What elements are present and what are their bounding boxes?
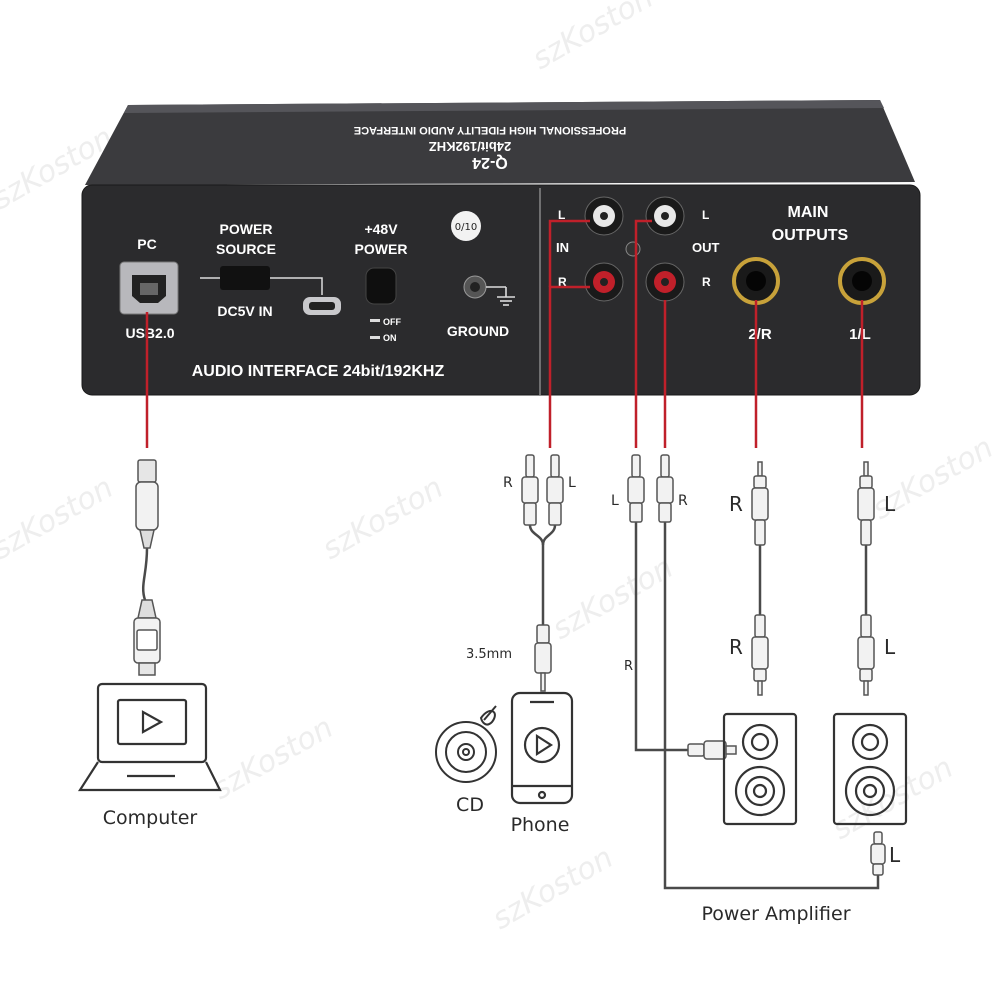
usb-cable [141,547,149,601]
trs-out-1l-hole [852,271,872,291]
rca-in-cable-l [541,524,557,546]
top-label: PROFESSIONAL HIGH FIDELITY AUDIO INTERFA… [354,124,626,136]
computer-label: Computer [103,807,198,829]
trs-out-2r-hole [746,271,766,291]
main-outputs-label-1: MAIN [788,204,829,221]
pc-label: PC [137,236,156,252]
out-l-cable [634,522,688,752]
out-1l-label: 1/L [849,326,871,343]
on-indicator [370,336,380,339]
rca-out-l-pin [661,212,669,220]
dc-in-label: DC5V IN [217,303,272,319]
off-label: OFF [383,317,401,327]
speaker-right-icon [832,712,908,826]
back-panel [81,184,921,396]
out-l-label: L [702,208,709,222]
phone-label: Phone [511,814,570,836]
model-name: Q-24 [472,154,508,171]
bottom-label: AUDIO INTERFACE 24bit/192KHZ [192,363,445,380]
amplifier-label: Power Amplifier [701,903,850,925]
top-spec: 24bit/192KHZ [429,139,511,154]
rca-in-l-letter: L [568,475,576,491]
mid-r-letter: R [624,659,633,674]
guide-lines [145,219,864,448]
amp-l-letter: L [889,843,901,867]
in-r-label: R [558,275,567,289]
cables [141,522,880,890]
rca-out-r-pin [661,278,669,286]
computer-icon [77,682,222,792]
switch-line-right [270,277,323,295]
watermark: szKoston [207,710,340,807]
audio-interface-device: PROFESSIONAL HIGH FIDELITY AUDIO INTERFA… [81,100,921,396]
cd-label: CD [456,794,484,816]
guide-out-l [634,219,652,448]
rca-in-r-pin [600,278,608,286]
speaker-left-icon [722,712,798,826]
main-outputs-label-2: OUTPUTS [772,227,849,244]
rca-in-r-letter: R [503,475,513,491]
rca-plug-amp [870,831,886,876]
trs-plug-r-bottom [751,614,769,696]
out-label: OUT [692,240,720,255]
phantom-label-2: POWER [355,241,408,257]
minijack-plug [534,624,552,692]
device-top-lid [85,100,915,185]
off-indicator [370,319,380,322]
rca-out-r-letter: R [678,493,688,509]
out-2r-label: 2/R [748,326,772,343]
watermark: szKoston [487,840,620,937]
usb-b-plug [135,459,159,549]
trs-plug-r-top [751,461,769,546]
guide-in-l [548,219,590,287]
trs-r-bottom-letter: R [729,635,743,659]
trs-l-bottom-letter: L [884,635,896,659]
trs-plug-l-top [857,461,875,546]
cd-icon [435,705,497,783]
jack-size-label: 3.5mm [466,647,512,662]
rca-plug-speaker [687,740,737,760]
on-label: ON [383,333,397,343]
ground-label: GROUND [447,323,509,339]
usb-a-plug [133,599,161,676]
power-source-label-1: POWER [220,221,273,237]
badge [451,211,481,241]
rca-in-l-pin [600,212,608,220]
watermark: szKoston [317,470,450,567]
rca-plug-pair-in [521,454,564,526]
in-label: IN [556,240,569,255]
rca-in-cable-r [528,524,545,625]
phantom-label-1: +48V [364,221,398,237]
trs-r-top-letter: R [729,492,743,516]
out-r-cable [663,522,880,890]
rca-plug-out-r [656,454,674,523]
lid-edge [124,100,884,113]
ground-icon [486,286,515,306]
ground-screw-center [470,282,480,292]
trs-plug-l-bottom [857,614,875,696]
watermark: szKoston [527,0,660,77]
power-source-label-2: SOURCE [216,241,276,257]
micro-usb-opening [309,302,335,310]
phantom-power-button[interactable] [365,267,397,305]
badge-text: 0/10 [455,222,477,233]
power-source-switch[interactable] [220,266,270,290]
phone-icon [510,691,574,805]
watermark: szKoston [0,470,119,567]
rca-out-l-letter: L [611,493,619,509]
rca-plug-out-l [627,454,645,523]
usb-port-pin [140,283,158,295]
panel-screw [625,241,641,257]
watermark: szKoston [547,550,680,647]
in-l-label: L [558,208,565,222]
usb-label: USB2.0 [125,325,174,341]
trs-l-top-letter: L [884,492,896,516]
out-r-label: R [702,275,711,289]
